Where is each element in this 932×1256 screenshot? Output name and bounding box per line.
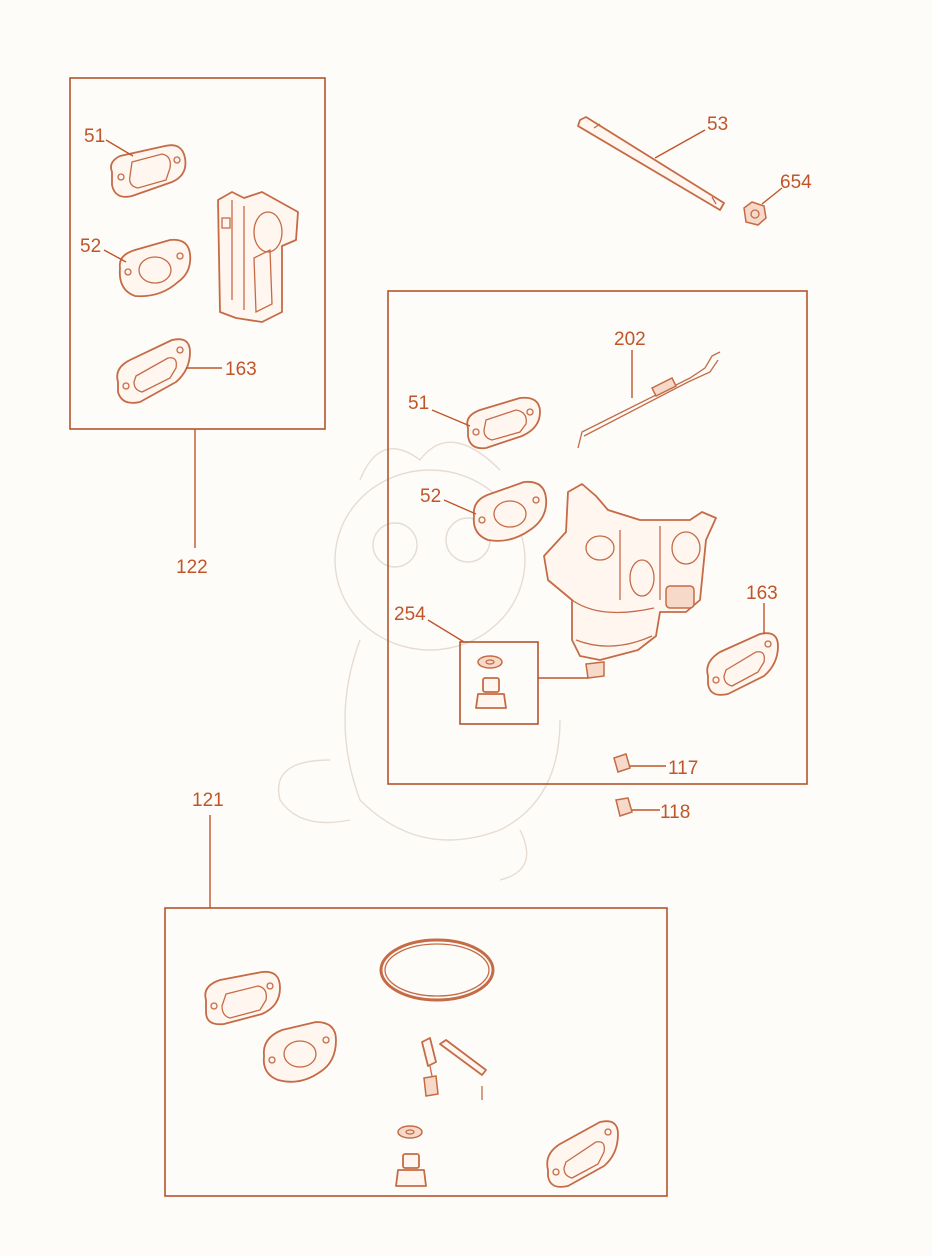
callout-118: 118 (660, 802, 690, 823)
gasket-51-left (110, 144, 187, 198)
gasket-163-kit (546, 1120, 619, 1188)
choke-rod-202 (577, 351, 721, 449)
callout-117: 117 (668, 758, 698, 779)
callout-163-left: 163 (225, 359, 257, 380)
carburetor-body (543, 483, 717, 679)
shaft-53 (577, 116, 725, 211)
leader-654 (761, 187, 783, 205)
leader-52-right (443, 499, 477, 515)
gasket-52-kit (262, 1021, 337, 1083)
nut-654 (743, 201, 767, 226)
callout-51-right: 51 (408, 393, 429, 414)
callout-53: 53 (707, 114, 728, 135)
callout-163-right: 163 (746, 583, 778, 604)
callout-202: 202 (614, 329, 646, 350)
clip-118 (615, 797, 633, 817)
gasket-51-kit (204, 970, 281, 1026)
gasket-163-right (706, 632, 779, 696)
callout-654: 654 (780, 172, 812, 193)
gasket-163-left (116, 338, 191, 404)
leader-53 (654, 129, 706, 159)
leader-254 (427, 619, 465, 643)
callout-122: 122 (176, 557, 208, 578)
drain-screw (475, 677, 507, 709)
callout-52-right: 52 (420, 486, 441, 507)
gasket-52-left (118, 238, 192, 298)
callout-121: 121 (192, 790, 224, 811)
callout-51-left: 51 (84, 126, 105, 147)
leader-51-right (431, 409, 471, 427)
kit-box-121 (164, 907, 668, 1197)
drain-washer (477, 655, 503, 669)
clip-117 (613, 753, 631, 773)
drain-washer-kit (397, 1125, 423, 1139)
float-bowl-o-ring (379, 938, 495, 1002)
float-pin (439, 1039, 487, 1100)
kit-box-122 (69, 77, 326, 430)
drain-kit-box-254 (459, 641, 539, 725)
gasket-52-right (472, 480, 548, 542)
callout-52-left: 52 (80, 236, 101, 257)
leader-51-left (105, 139, 134, 157)
callout-254: 254 (394, 604, 426, 625)
float-needle (421, 1037, 439, 1097)
carburetor-assembly-box (387, 290, 808, 785)
carburetor-spacer-left (217, 191, 299, 323)
dragon-watermark-icon (278, 441, 561, 881)
leader-52-left (103, 249, 127, 263)
gasket-51-right (466, 396, 541, 450)
drain-screw-kit (395, 1153, 427, 1187)
